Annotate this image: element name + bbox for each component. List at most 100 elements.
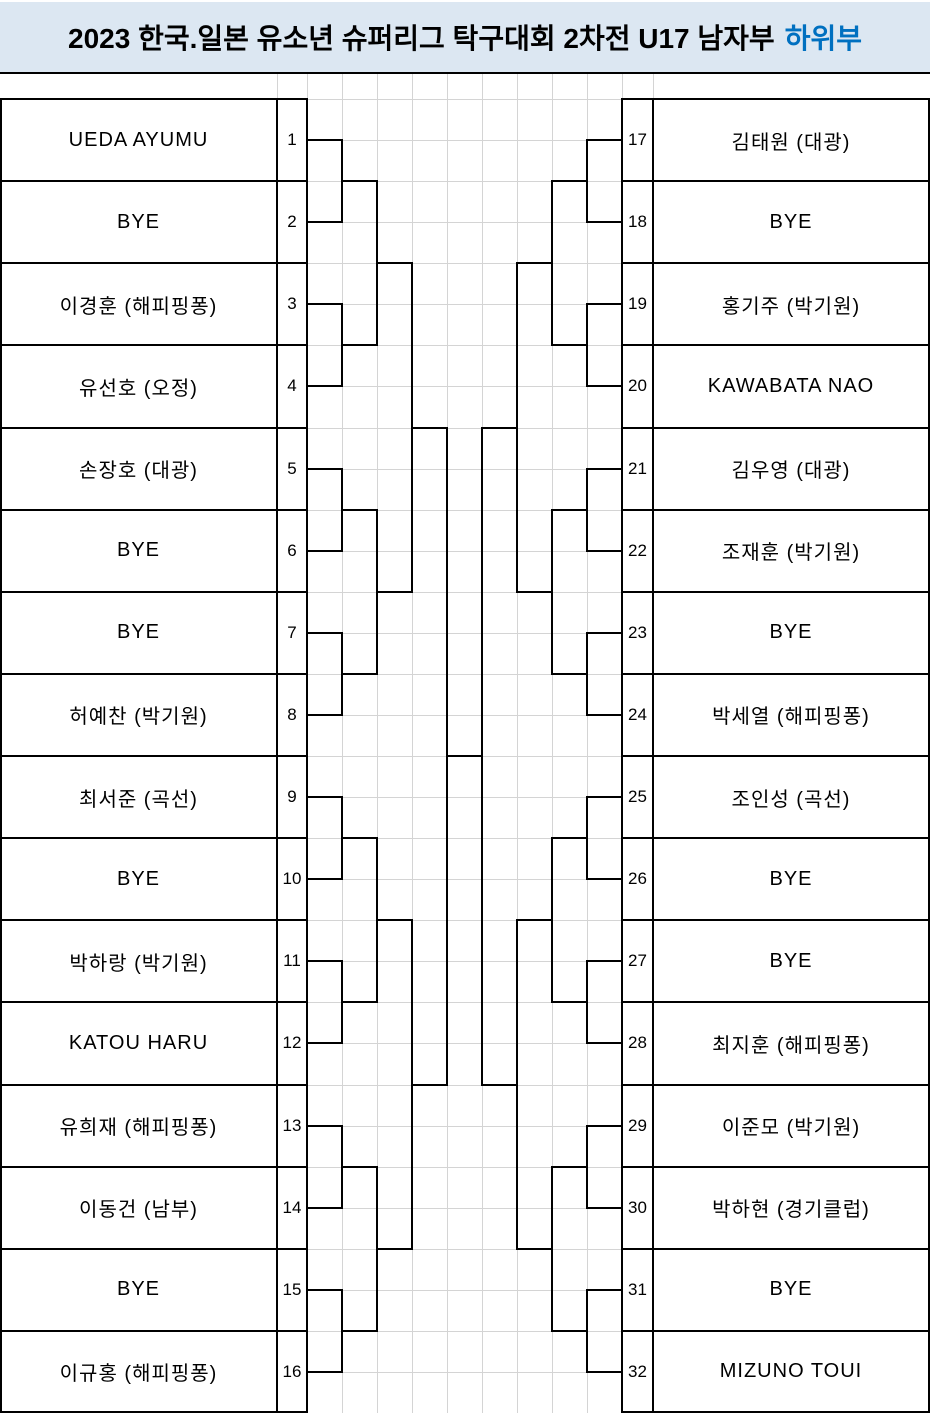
- bracket-line: [341, 1329, 378, 1332]
- player-name-cell: BYE: [116, 210, 161, 233]
- player-seed-cell: 11: [283, 951, 301, 971]
- player-name-cell: BYE: [116, 621, 161, 644]
- gridline: [622, 74, 623, 99]
- bracket-line: [586, 139, 623, 142]
- player-seed-cell: 30: [628, 1197, 647, 1217]
- gridline: [447, 74, 448, 99]
- bracket-line: [0, 1165, 308, 1168]
- player-seed-cell: 13: [282, 1115, 302, 1135]
- bracket-line: [306, 98, 308, 1413]
- bracket-line: [0, 755, 308, 757]
- bracket-line: [928, 98, 930, 1413]
- bracket-line: [276, 98, 278, 1413]
- bracket-line: [586, 631, 623, 634]
- player-seed-cell: 2: [287, 212, 297, 232]
- player-seed-cell: 18: [628, 212, 647, 232]
- gridline: [307, 1084, 622, 1086]
- bracket-line: [0, 672, 308, 675]
- bracket-line: [446, 755, 483, 757]
- bracket-line: [621, 98, 623, 1413]
- player-seed-cell: 24: [628, 704, 647, 724]
- bracket-line: [551, 508, 588, 511]
- player-seed-cell: 31: [628, 1279, 647, 1299]
- player-seed-cell: 27: [628, 951, 647, 971]
- bracket-line: [0, 1329, 308, 1332]
- bracket-line: [621, 672, 930, 675]
- gridline: [307, 140, 622, 142]
- player-name-cell: 손장호 (대광): [79, 460, 198, 483]
- gridline: [307, 1166, 622, 1168]
- player-seed-cell: 21: [628, 458, 647, 478]
- title-text: 2023 한국.일본 유소년 슈퍼리그 탁구대회 2차전 U17 남자부: [68, 23, 775, 54]
- bracket-line: [0, 1247, 308, 1250]
- gridline: [587, 74, 588, 99]
- bracket-line: [0, 1083, 308, 1086]
- gridline: [552, 74, 553, 99]
- bracket-line: [621, 262, 930, 265]
- gridline: [307, 1289, 622, 1291]
- gridline: [277, 74, 278, 99]
- player-name-cell: BYE: [769, 621, 813, 644]
- gridline: [307, 345, 622, 347]
- player-seed-cell: 6: [287, 540, 297, 560]
- gridline: [307, 222, 622, 224]
- bracket-line: [621, 837, 930, 840]
- gridline: [307, 509, 622, 511]
- bracket-line: [586, 467, 623, 470]
- player-name-cell: BYE: [116, 539, 161, 562]
- player-name-cell: KAWABATA NAO: [707, 374, 875, 397]
- bracket-line: [306, 1042, 343, 1045]
- bracket-line: [586, 1288, 623, 1291]
- gridline: [653, 74, 654, 99]
- gridline: [307, 181, 622, 183]
- player-name-cell: BYE: [769, 867, 813, 890]
- bracket-line: [481, 426, 518, 429]
- player-name-cell: BYE: [769, 949, 813, 972]
- bracket-line: [306, 221, 343, 224]
- gridline: [342, 74, 343, 99]
- player-name-cell: MIZUNO TOUI: [719, 1360, 863, 1383]
- bracket-line: [306, 549, 343, 552]
- gridline: [307, 427, 622, 429]
- bracket-line: [306, 303, 343, 306]
- gridline: [307, 920, 622, 922]
- bracket-line: [586, 713, 623, 716]
- player-seed-cell: 16: [282, 1361, 302, 1381]
- gridline: [307, 879, 622, 881]
- bracket-line: [341, 672, 378, 675]
- bracket-line: [411, 426, 448, 429]
- player-name-cell: 이경훈 (해피핑퐁): [59, 295, 218, 318]
- bracket-line: [306, 1124, 343, 1127]
- bracket-line: [621, 1083, 930, 1086]
- bracket-line: [341, 1165, 378, 1168]
- bracket-line: [0, 1411, 308, 1413]
- gridline: [307, 304, 622, 306]
- gridline: [482, 74, 483, 99]
- player-name-cell: 김우영 (대광): [731, 460, 851, 483]
- gridline: [307, 591, 622, 593]
- bracket-line: [376, 590, 413, 593]
- player-seed-cell: 29: [628, 1115, 647, 1135]
- bracket-line: [341, 508, 378, 511]
- player-name-cell: 박하랑 (박기원): [69, 952, 208, 975]
- player-name-cell: 김태원 (대광): [731, 131, 851, 154]
- bracket-line: [0, 426, 308, 429]
- gridline: [307, 468, 622, 470]
- player-seed-cell: 28: [628, 1033, 647, 1053]
- bracket-line: [621, 755, 930, 757]
- bracket-line: [652, 98, 654, 1413]
- bracket-line: [341, 344, 378, 347]
- player-seed-cell: 1: [287, 130, 297, 150]
- bracket-line: [551, 180, 588, 183]
- player-name-cell: BYE: [769, 1278, 813, 1301]
- player-seed-cell: 15: [282, 1279, 302, 1299]
- player-seed-cell: 20: [628, 376, 647, 396]
- gridline: [377, 74, 378, 99]
- player-name-cell: 최지훈 (해피핑퐁): [712, 1034, 870, 1057]
- bracket-line: [0, 98, 2, 1413]
- bracket-line: [0, 180, 308, 183]
- player-name-cell: 이규홍 (해피핑퐁): [59, 1363, 218, 1386]
